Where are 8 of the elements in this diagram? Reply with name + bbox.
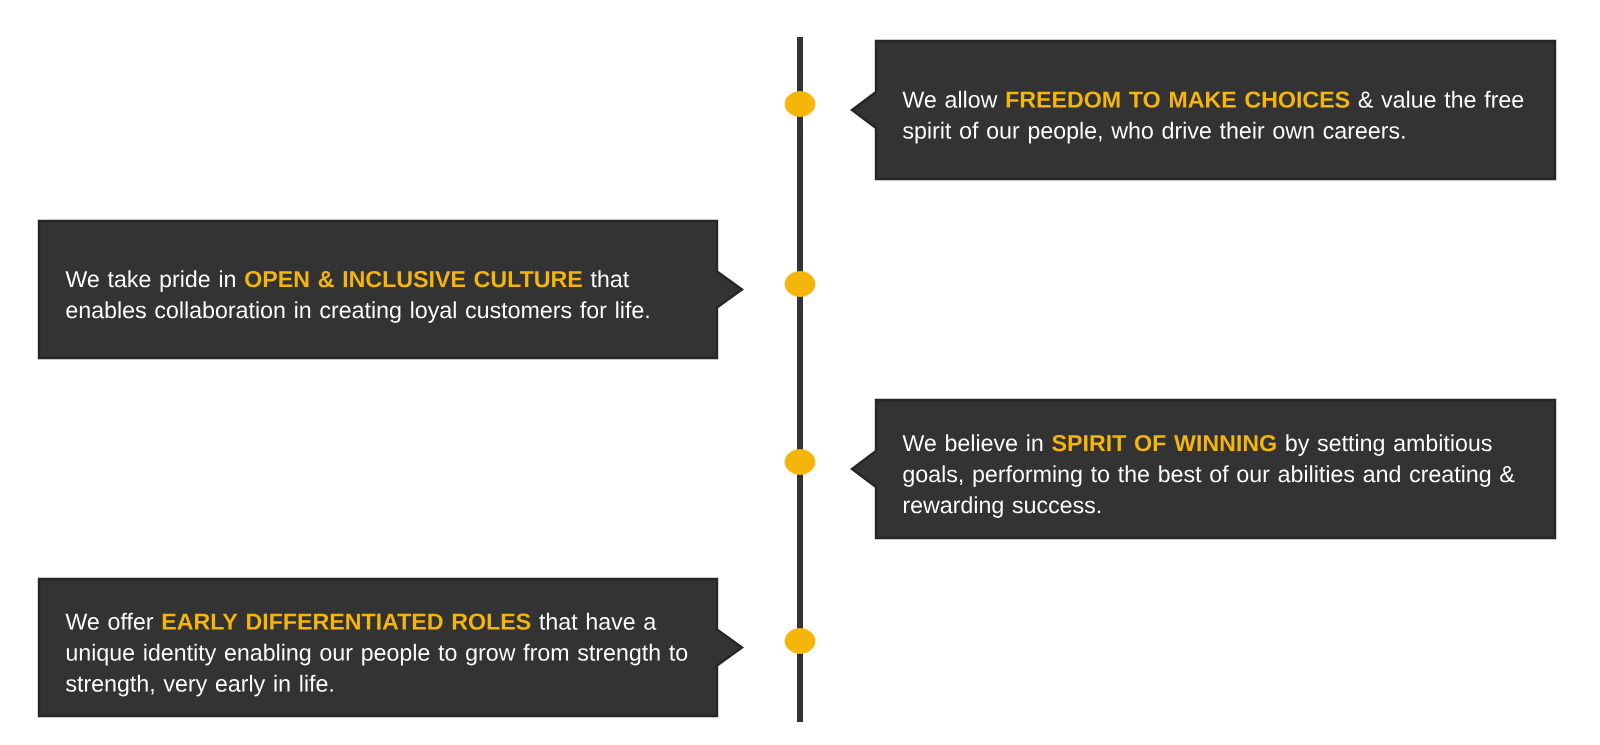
callout-box: We believe in SPIRIT OF WINNING by setting ambitious goals, performing to the best of our abilities and creating & rewarding success. [850, 398, 1557, 540]
callout-box: We allow FREEDOM TO MAKE CHOICES & value the free spirit of our people, who drive their own careers. [850, 39, 1557, 181]
timeline-dot [784, 271, 816, 297]
timeline-dot [784, 449, 816, 475]
timeline-dot [784, 628, 816, 654]
callout-box: We offer EARLY DIFFERENTIATED ROLES that have a unique identity enabling our people to grow from strength to strength, very early in life. [37, 577, 745, 718]
callout-box: We take pride in OPEN & INCLUSIVE CULTURE that enables collaboration in creating loyal customers for life. [37, 219, 745, 360]
timeline-dot [784, 91, 816, 117]
